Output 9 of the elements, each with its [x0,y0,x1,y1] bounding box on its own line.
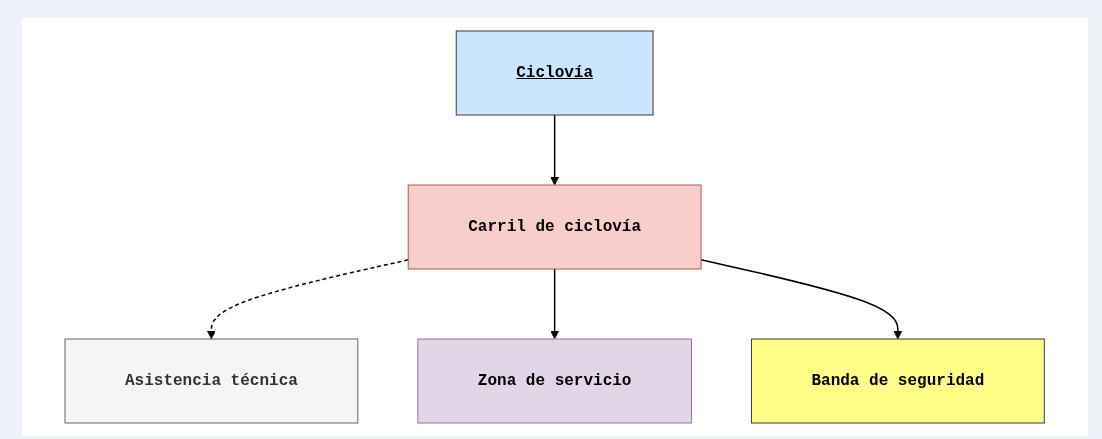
node-box: Zona de servicio [417,338,693,424]
arrow [207,259,410,340]
node-box: Ciclovía [456,30,654,116]
arrow [550,268,560,340]
node-box: Asistencia técnica [64,338,359,424]
arrow [700,259,903,340]
node-box: Banda de seguridad [751,338,1046,424]
node-box: Carril de ciclovía [408,184,702,270]
arrow [550,114,560,186]
